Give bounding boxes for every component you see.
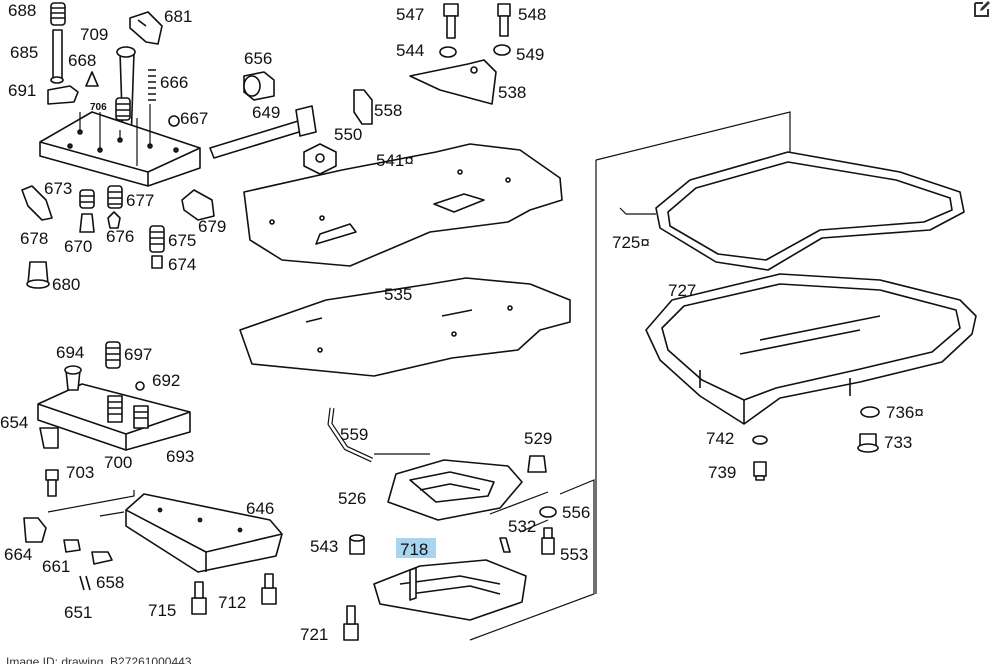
callout-labels: 688 709 681 685 668 656 691 706 666 649 …: [0, 1, 924, 644]
label-706[interactable]: 706: [90, 102, 107, 113]
label-553[interactable]: 553: [560, 545, 588, 564]
label-691[interactable]: 691: [8, 81, 36, 100]
valve-body-646: [23, 490, 283, 615]
filter-group: [343, 453, 595, 641]
label-692[interactable]: 692: [152, 371, 180, 390]
label-709[interactable]: 709: [80, 25, 108, 44]
upper-valve-body-group: [21, 2, 215, 289]
highlight-718: [396, 538, 436, 558]
label-718[interactable]: 718: [400, 540, 428, 559]
label-712[interactable]: 712: [218, 593, 246, 612]
label-677[interactable]: 677: [126, 191, 154, 210]
label-670[interactable]: 670: [64, 237, 92, 256]
label-697[interactable]: 697: [124, 345, 152, 364]
label-715[interactable]: 715: [148, 601, 176, 620]
label-681[interactable]: 681: [164, 7, 192, 26]
label-673[interactable]: 673: [44, 179, 72, 198]
label-693[interactable]: 693: [166, 447, 194, 466]
label-654[interactable]: 654: [0, 413, 28, 432]
separator-plate-535: [239, 277, 571, 377]
label-529[interactable]: 529: [524, 429, 552, 448]
label-742[interactable]: 742: [706, 429, 734, 448]
label-700[interactable]: 700: [104, 453, 132, 472]
label-676[interactable]: 676: [106, 227, 134, 246]
label-547[interactable]: 547: [396, 5, 424, 24]
label-549[interactable]: 549: [516, 45, 544, 64]
oil-tube-559-inner: [328, 407, 373, 462]
separator-plate-541: [243, 143, 563, 267]
label-526[interactable]: 526: [338, 489, 366, 508]
label-680[interactable]: 680: [52, 275, 80, 294]
label-649[interactable]: 649: [252, 103, 280, 122]
label-658[interactable]: 658: [96, 573, 124, 592]
detent-group: [303, 89, 373, 175]
label-703[interactable]: 703: [66, 463, 94, 482]
label-727[interactable]: 727: [668, 281, 696, 300]
label-556[interactable]: 556: [562, 503, 590, 522]
label-543[interactable]: 543: [310, 537, 338, 556]
label-541[interactable]: 541¤: [376, 151, 414, 170]
image-id-caption: Image ID: drawing_B27261000443: [6, 655, 192, 664]
label-694[interactable]: 694: [56, 343, 84, 362]
label-550[interactable]: 550: [334, 125, 362, 144]
label-559[interactable]: 559: [340, 425, 368, 444]
label-548[interactable]: 548: [518, 5, 546, 24]
selector-shaft-group: [209, 71, 317, 159]
label-678[interactable]: 678: [20, 229, 48, 248]
edit-icon[interactable]: [973, 0, 991, 18]
label-739[interactable]: 739: [708, 463, 736, 482]
label-675[interactable]: 675: [168, 231, 196, 250]
label-558[interactable]: 558: [374, 101, 402, 120]
label-532[interactable]: 532: [508, 517, 536, 536]
top-bracket-group: [409, 3, 511, 105]
lower-valve-body-group: [37, 341, 191, 497]
label-651[interactable]: 651: [64, 603, 92, 622]
label-667[interactable]: 667: [180, 109, 208, 128]
label-679[interactable]: 679: [198, 217, 226, 236]
label-538[interactable]: 538: [498, 83, 526, 102]
label-666[interactable]: 666: [160, 73, 188, 92]
label-661[interactable]: 661: [42, 557, 70, 576]
label-646[interactable]: 646: [246, 499, 274, 518]
label-733[interactable]: 733: [884, 433, 912, 452]
label-668[interactable]: 668: [68, 51, 96, 70]
label-688[interactable]: 688: [8, 1, 36, 20]
label-725[interactable]: 725¤: [612, 233, 650, 252]
label-544[interactable]: 544: [396, 41, 424, 60]
label-656[interactable]: 656: [244, 49, 272, 68]
oil-pan-group: [595, 111, 977, 594]
label-664[interactable]: 664: [4, 545, 32, 564]
label-674[interactable]: 674: [168, 255, 196, 274]
label-721[interactable]: 721: [300, 625, 328, 644]
label-736[interactable]: 736¤: [886, 403, 924, 422]
label-535[interactable]: 535: [384, 285, 412, 304]
label-685[interactable]: 685: [10, 43, 38, 62]
